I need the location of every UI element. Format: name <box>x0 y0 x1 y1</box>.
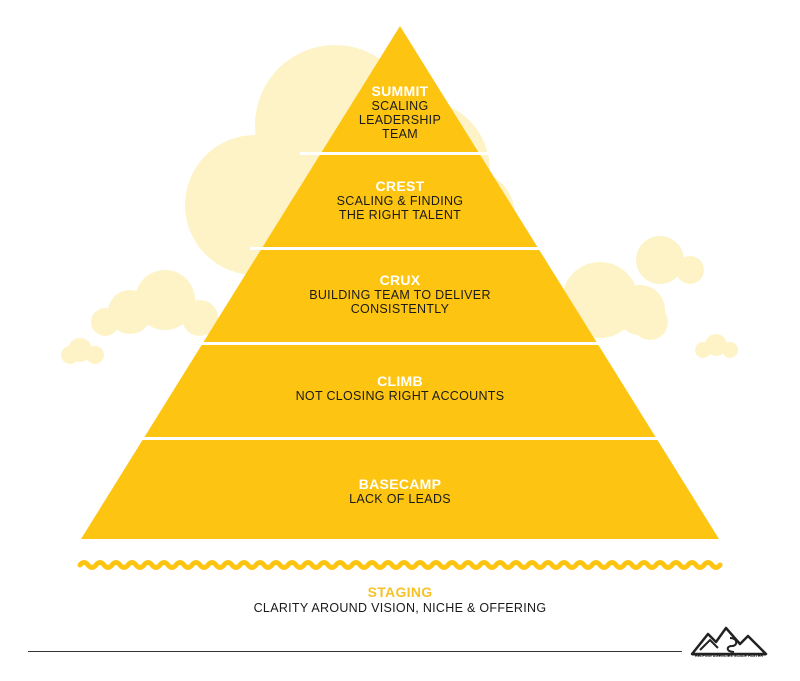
pyramid <box>81 26 719 539</box>
level-title: CLIMB <box>377 373 423 389</box>
staging-section: STAGING CLARITY AROUND VISION, NICHE & O… <box>150 584 650 616</box>
separator-crest-crux <box>250 247 550 250</box>
footer-divider <box>28 651 682 652</box>
staging-wave <box>77 560 723 570</box>
cloud-small-right <box>695 334 738 358</box>
staging-description: CLARITY AROUND VISION, NICHE & OFFERING <box>253 601 547 615</box>
level-description: SCALING LEADERSHIP TEAM <box>358 99 442 141</box>
level-crest: CREST SCALING & FINDING THE RIGHT TALENT <box>200 178 600 222</box>
mountain-logo-icon <box>690 626 768 656</box>
separator-climb-basecamp <box>130 437 670 440</box>
level-separators <box>130 152 670 440</box>
level-summit: SUMMIT SCALING LEADERSHIP TEAM <box>200 83 600 141</box>
cloud-left <box>61 270 218 364</box>
level-basecamp: BASECAMP LACK OF LEADS <box>200 476 600 506</box>
level-description: SCALING & FINDING THE RIGHT TALENT <box>336 194 464 222</box>
level-crux: CRUX BUILDING TEAM TO DELIVER CONSISTENT… <box>200 272 600 316</box>
level-climb: CLIMB NOT CLOSING RIGHT ACCOUNTS <box>200 373 600 403</box>
level-title: BASECAMP <box>358 476 442 492</box>
logo-tagline: HELPING AGENCIES SCALE FASTER <box>694 654 764 658</box>
level-title: CREST <box>375 178 425 194</box>
level-description: LACK OF LEADS <box>349 492 451 506</box>
separator-summit-crest <box>300 152 500 155</box>
level-title: SUMMIT <box>371 83 429 99</box>
staging-title: STAGING <box>367 584 433 600</box>
separator-crux-climb <box>190 342 610 345</box>
cloud-right <box>562 236 704 340</box>
level-description: NOT CLOSING RIGHT ACCOUNTS <box>295 389 505 403</box>
level-description: BUILDING TEAM TO DELIVER CONSISTENTLY <box>309 288 491 316</box>
level-title: CRUX <box>379 272 421 288</box>
